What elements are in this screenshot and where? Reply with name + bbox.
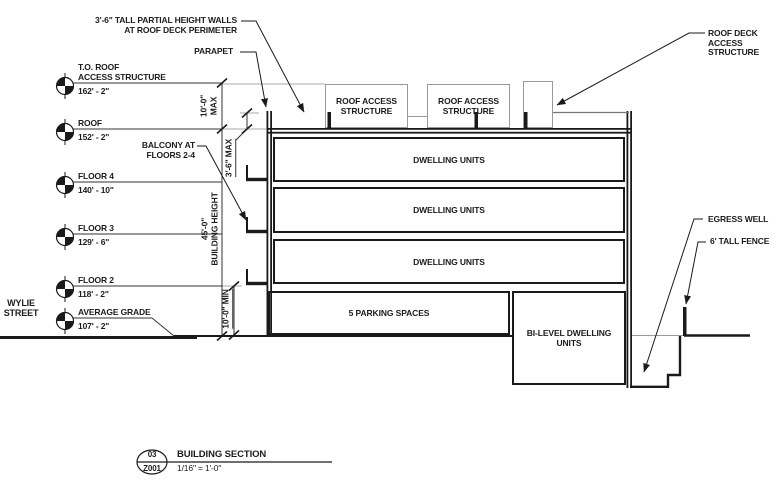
building-outline (246, 111, 687, 388)
balcony-leader (197, 145, 247, 221)
drawing-title: BUILDING SECTION (177, 449, 267, 460)
parapet-callout: PARAPET (194, 46, 233, 56)
dim-building-height: 45'-0" BUILDING HEIGHT (199, 192, 220, 266)
roof-deck-access-leader (556, 32, 705, 106)
bilevel-dwelling-box: BI-LEVEL DWELLING UNITS (512, 291, 626, 385)
egress-well-callout: EGRESS WELL (708, 214, 769, 224)
level-markers (55, 72, 75, 335)
level-label-to-roof: T.O. ROOF ACCESS STRUCTURE (78, 62, 166, 82)
drawing-scale: 1/16" = 1'-0" (177, 463, 222, 473)
level-value-avg-grade: 107' - 2" (78, 321, 110, 331)
level-label-floor3: FLOOR 3 (78, 223, 114, 233)
dimension-ticks (216, 77, 253, 342)
level-lines (72, 82, 325, 287)
egress-well-profile (630, 336, 682, 388)
title-block-linework (136, 449, 332, 475)
right-wall (626, 111, 629, 388)
roof-access-structure-label-1: ROOF ACCESS STRUCTURE (336, 96, 397, 116)
roof-deck-access-structure-box (523, 81, 553, 128)
balcony-floor2 (246, 269, 268, 286)
roof-access-structure-box-2: ROOF ACCESS STRUCTURE (427, 84, 510, 128)
parapet-leader (240, 51, 268, 108)
roof-deck-access-callout: ROOF DECK ACCESS STRUCTURE (708, 28, 760, 57)
roof-slab (266, 128, 632, 130)
dwelling-units-label: DWELLING UNITS (413, 205, 485, 215)
partial-walls-callout: 3'-6" TALL PARTIAL HEIGHT WALLS AT ROOF … (95, 15, 237, 35)
dwelling-units-box-floor2: DWELLING UNITS (273, 239, 625, 284)
dwelling-units-box-floor4: DWELLING UNITS (273, 137, 625, 182)
dwelling-units-box-floor3: DWELLING UNITS (273, 187, 625, 233)
roof-wall-stub (327, 112, 331, 129)
balcony-callout: BALCONY AT FLOORS 2-4 (141, 140, 195, 160)
dwelling-units-label: DWELLING UNITS (413, 154, 485, 165)
dimension-lines (216, 77, 253, 342)
dim-parapet-max: 3'-6" MAX (223, 138, 236, 178)
fence-leader (684, 241, 706, 305)
roof-wall-stub (474, 112, 478, 129)
level-value-floor3: 129' - 6" (78, 237, 110, 247)
balcony-floor3 (246, 217, 268, 234)
roof-access-structure-label-2: ROOF ACCESS STRUCTURE (438, 96, 499, 116)
level-label-avg-grade: AVERAGE GRADE (78, 307, 151, 317)
leader-lines (197, 20, 706, 373)
balcony-floor4 (246, 165, 268, 182)
roof-structure-connector (408, 116, 427, 128)
egress-well-leader (643, 218, 703, 373)
level-value-roof: 152' - 2" (78, 132, 110, 142)
bilevel-dwelling-label: BI-LEVEL DWELLING UNITS (526, 328, 612, 348)
dim-roof-max: 10'-0" MAX (198, 94, 219, 118)
level-value-to-roof: 162' - 2" (78, 86, 110, 96)
level-value-floor4: 140' - 10" (78, 185, 114, 195)
left-wall (266, 111, 269, 336)
level-label-roof: ROOF (78, 118, 102, 128)
level-label-floor4: FLOOR 4 (78, 171, 114, 181)
parking-spaces-box: 5 PARKING SPACES (268, 291, 510, 335)
street-label: WYLIE STREET (3, 298, 39, 318)
level-value-floor2: 118' - 2" (78, 289, 109, 299)
level-label-floor2: FLOOR 2 (78, 275, 114, 285)
dim-ground-min: 10'-0" MIN (220, 289, 233, 329)
roof-access-structure-box-1: ROOF ACCESS STRUCTURE (325, 84, 408, 128)
partial-walls-leader (241, 20, 305, 113)
dwelling-units-label: DWELLING UNITS (413, 256, 485, 267)
sheet-number: Z001 (143, 464, 161, 473)
roof-wall-stub (524, 112, 528, 129)
detail-number: 03 (147, 450, 157, 459)
fence (683, 307, 687, 336)
fence-callout: 6' TALL FENCE (710, 236, 770, 246)
parking-spaces-label: 5 PARKING SPACES (348, 308, 430, 318)
grade-line (0, 317, 750, 339)
